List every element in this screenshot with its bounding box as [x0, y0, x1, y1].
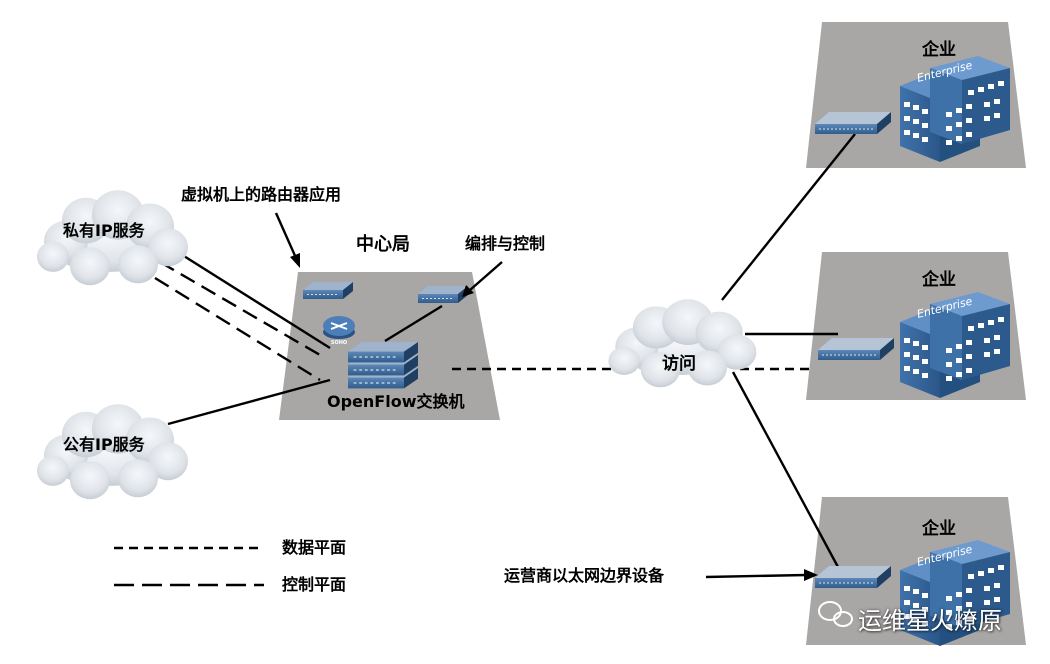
enterprise-1-edge-device — [814, 111, 892, 135]
link-private-cloud-1 — [167, 244, 331, 350]
carrier-edge-device — [814, 565, 892, 589]
link-access-enterprise-3 — [731, 371, 840, 568]
openflow-switch-stack — [347, 341, 419, 390]
link-public-cloud — [167, 378, 331, 426]
svg-text:SOHO: SOHO — [331, 340, 347, 346]
access-cloud-label: 访问 — [662, 354, 696, 374]
central-office-title: 中心局 — [356, 234, 410, 255]
openflow-switch-label: OpenFlow交换机 — [327, 392, 465, 411]
legend-control-plane-label: 控制平面 — [282, 575, 347, 594]
legend-data-plane-label: 数据平面 — [282, 538, 347, 557]
wechat-icon — [818, 601, 853, 627]
orchestration-device — [417, 285, 469, 304]
carrier-edge-arrow — [705, 569, 818, 581]
soho-router-icon: SOHO — [323, 316, 355, 346]
carrier-edge-label: 运营商以太网边界设备 — [504, 566, 665, 585]
link-access-enterprise-1 — [721, 133, 856, 301]
router-vm-device — [302, 281, 354, 300]
orchestration-label: 编排与控制 — [465, 234, 546, 253]
orchestration-arrow — [462, 261, 503, 297]
enterprise-2-edge-device — [817, 337, 895, 361]
link-orchestration — [384, 304, 443, 343]
router-vm-label: 虚拟机上的路由器应用 — [181, 185, 342, 204]
enterprise-3-label: 企业 — [922, 519, 956, 539]
enterprise-1-label: 企业 — [922, 40, 956, 60]
private-ip-cloud-label: 私有IP服务 — [63, 221, 145, 240]
public-ip-cloud-label: 公有IP服务 — [63, 435, 145, 454]
link-private-cloud-3 — [154, 276, 321, 382]
enterprise-2-label: 企业 — [922, 270, 956, 290]
link-private-cloud-2 — [159, 260, 321, 357]
watermark: 运维星火燎原 — [858, 607, 1002, 635]
router-vm-arrow — [274, 212, 300, 268]
